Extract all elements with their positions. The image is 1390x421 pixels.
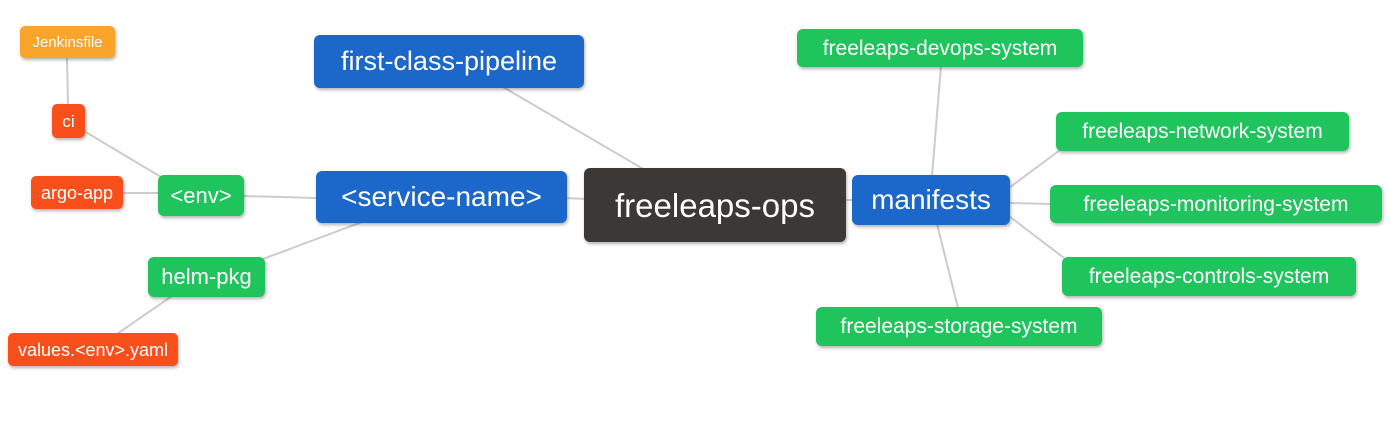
node-freeleaps-controls-system[interactable]: freeleaps-controls-system: [1062, 257, 1356, 296]
node-freeleaps-monitoring-system-label: freeleaps-monitoring-system: [1083, 192, 1349, 216]
node-argo-app-label: argo-app: [40, 182, 114, 203]
node-first-class-pipeline-label: first-class-pipeline: [340, 46, 558, 76]
edge-helmpkg-valuesyaml: [116, 295, 173, 335]
node-manifests-label: manifests: [871, 184, 991, 215]
node-freeleaps-ops-label: freeleaps-ops: [615, 186, 815, 224]
node-values-env-yaml-label: values.<env>.yaml: [17, 339, 169, 360]
edge-manifests-network: [1008, 149, 1061, 189]
node-ci-label: ci: [62, 111, 75, 131]
edge-env-servicename: [242, 195, 317, 199]
node-argo-app[interactable]: argo-app: [31, 176, 123, 209]
node-manifests[interactable]: manifests: [852, 175, 1010, 225]
edge-manifests-controls: [1008, 215, 1065, 259]
node-freeleaps-ops-root[interactable]: freeleaps-ops: [584, 168, 846, 242]
edge-manifests-storage: [936, 223, 959, 309]
edge-servicename-ops: [565, 197, 587, 200]
node-freeleaps-network-system-label: freeleaps-network-system: [1082, 120, 1323, 143]
edge-pipeline-ops: [502, 86, 646, 171]
edge-manifests-devops: [931, 65, 942, 177]
edge-ci-env: [83, 130, 162, 178]
node-freeleaps-devops-system-label: freeleaps-devops-system: [822, 36, 1058, 60]
node-service-name-label: <service-name>: [341, 181, 542, 212]
node-freeleaps-monitoring-system[interactable]: freeleaps-monitoring-system: [1050, 185, 1382, 223]
edge-manifests-monitoring: [1008, 202, 1052, 205]
node-jenkinsfile-label: Jenkinsfile: [32, 33, 103, 51]
node-first-class-pipeline[interactable]: first-class-pipeline: [314, 35, 584, 88]
node-jenkinsfile[interactable]: Jenkinsfile: [20, 26, 115, 58]
node-helm-pkg[interactable]: helm-pkg: [148, 257, 265, 297]
edge-servicename-helmpkg: [262, 221, 363, 260]
node-freeleaps-controls-system-label: freeleaps-controls-system: [1088, 265, 1330, 288]
node-env[interactable]: <env>: [158, 175, 244, 216]
node-ci[interactable]: ci: [52, 104, 85, 138]
node-values-env-yaml[interactable]: values.<env>.yaml: [8, 333, 178, 366]
node-freeleaps-network-system[interactable]: freeleaps-network-system: [1056, 112, 1349, 151]
node-freeleaps-devops-system[interactable]: freeleaps-devops-system: [797, 29, 1083, 67]
node-freeleaps-storage-system-label: freeleaps-storage-system: [840, 315, 1078, 338]
node-service-name[interactable]: <service-name>: [316, 171, 567, 223]
edge-jenkinsfile-ci: [66, 56, 69, 106]
node-helm-pkg-label: helm-pkg: [161, 264, 252, 289]
node-freeleaps-storage-system[interactable]: freeleaps-storage-system: [816, 307, 1102, 346]
node-env-label: <env>: [170, 182, 232, 208]
